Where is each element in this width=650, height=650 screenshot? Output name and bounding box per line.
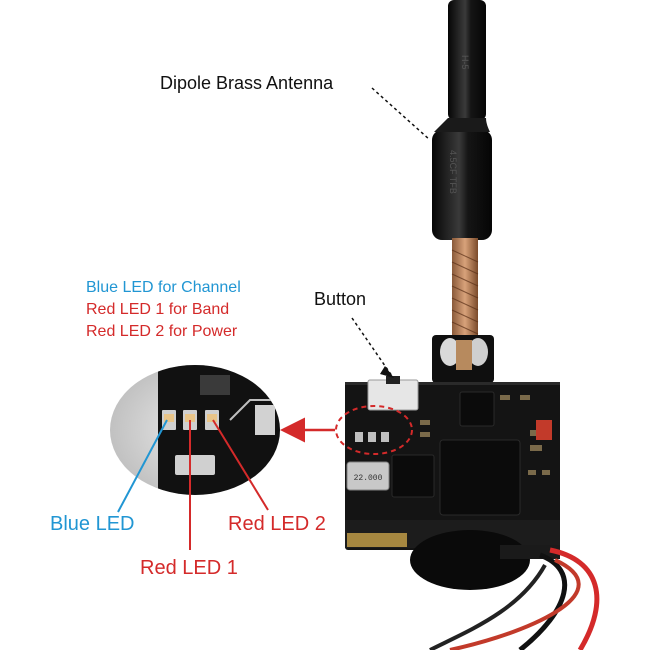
- led-highlight: [335, 405, 413, 455]
- led-zoom-inset: [110, 365, 280, 495]
- red-led-1-label: Red LED 1: [140, 557, 238, 579]
- antenna-solder-pad: [432, 335, 494, 383]
- antenna-label: Dipole Brass Antenna: [160, 73, 334, 93]
- button-label: Button: [314, 289, 367, 309]
- red-led-2-label: Red LED 2: [228, 513, 326, 535]
- legend-channel: Blue LED for Channel: [86, 279, 241, 296]
- red-led-2-leader: [212, 419, 269, 511]
- svg-text:H-5: H-5: [460, 55, 470, 70]
- blue-led-label: Blue LED: [50, 513, 135, 535]
- vtx-board: 22.000: [335, 376, 560, 550]
- crystal-marking: 22.000: [354, 474, 383, 483]
- camera-and-cable: [410, 530, 600, 650]
- antenna: H-5 4.5CF TFB: [432, 0, 492, 338]
- antenna-heatshrink: [432, 130, 492, 240]
- main-chip: [439, 439, 521, 516]
- legend-band: Red LED 1 for Band: [86, 301, 230, 318]
- svg-text:4.5CF TFB: 4.5CF TFB: [448, 150, 458, 194]
- legend-power: Red LED 2 for Power: [86, 323, 238, 340]
- crystal: [346, 461, 390, 491]
- blue-led-leader: [117, 419, 168, 513]
- antenna-leader: [371, 87, 431, 141]
- antenna-tip: [448, 0, 486, 120]
- button-leader: [351, 317, 393, 377]
- board-button: [367, 379, 419, 411]
